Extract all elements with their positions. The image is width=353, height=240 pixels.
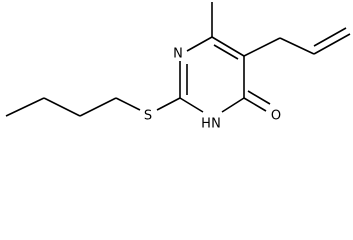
bond-c6-n1 [221, 97, 245, 113]
atom-label-oxygen: O [271, 109, 281, 124]
bond-s-c2 [156, 97, 181, 111]
bond-butyl-c1-c2 [5, 97, 45, 117]
bond-c6-o [243, 97, 267, 112]
bond-n3-c4 [186, 36, 213, 52]
bond-butyl-c4-s [115, 97, 141, 111]
bond-c4-c5-double [213, 44, 239, 60]
chemical-structure-diagram: S N H N O [5, 2, 351, 132]
bond-c6-o-double [247, 90, 271, 105]
bond-butyl-c3-c4 [79, 97, 117, 117]
bond-c5-allyl-ch2 [243, 37, 281, 57]
atom-label-nh-nitrogen: N [211, 117, 221, 132]
bond-allyl-ch-ch2 [313, 33, 351, 55]
atom-label-nitrogen-top: N [173, 47, 183, 62]
bond-n1-c2 [179, 97, 204, 113]
atom-label-sulfur: S [144, 109, 152, 124]
bond-c4-c5 [211, 36, 245, 57]
atom-label-nh-hydrogen: H [201, 117, 211, 132]
bond-butyl-c2-c3 [43, 97, 81, 117]
bond-allyl-ch-ch2-double [313, 27, 347, 47]
bond-allyl-ch2-ch [279, 37, 315, 55]
